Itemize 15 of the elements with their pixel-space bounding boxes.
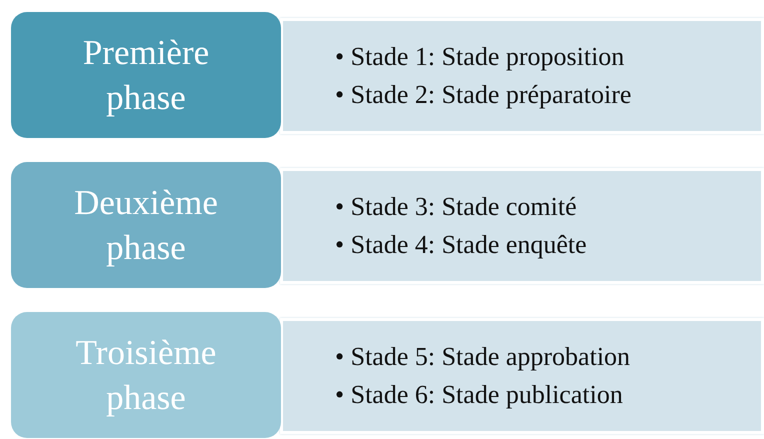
stage-item: • Stade 5: Stade approbation: [335, 341, 632, 374]
phase-title: Deuxième phase: [73, 182, 219, 269]
phase-title: Première phase: [82, 32, 210, 119]
stage-panel: [280, 18, 764, 134]
phase-box: [11, 312, 281, 438]
stage-item: • Stade 6: Stade publication: [335, 379, 624, 411]
stage-panel: [280, 318, 764, 434]
stage-item: • Stade 4: Stade enquête: [335, 229, 588, 261]
stage-item: • Stade 2: Stade préparatoire: [335, 79, 632, 111]
stage-panel: [280, 168, 764, 284]
phase-title: Troisième phase: [74, 332, 218, 419]
stage-item: • Stade 1: Stade proposition: [335, 41, 626, 74]
phase-box: [11, 162, 281, 288]
stage-item: • Stade 3: Stade comité: [335, 191, 578, 224]
phase-box: [11, 12, 281, 138]
